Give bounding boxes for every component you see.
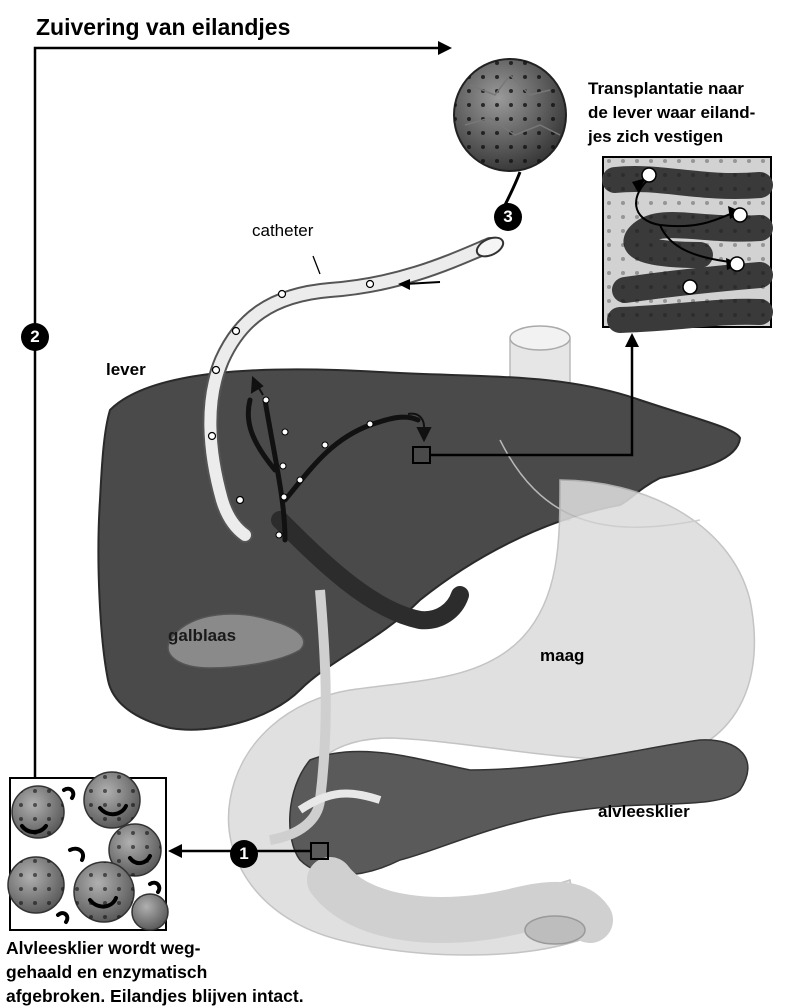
islet-cluster: [454, 59, 566, 205]
label-catheter: catheter: [252, 221, 313, 241]
label-galblaas: galblaas: [168, 626, 236, 646]
removal-inset: [8, 772, 168, 930]
removal-caption-line: afgebroken. Eilandjes blijven intact.: [6, 984, 336, 1008]
removal-caption-line: gehaald en enzymatisch: [6, 960, 336, 984]
removal-caption-line: Alvleesklier wordt weg-: [6, 936, 336, 960]
step-badge-3: 3: [494, 203, 522, 231]
step-badge-2: 2: [21, 323, 49, 351]
label-alvleesklier: alvleesklier: [598, 802, 690, 822]
removal-caption: Alvleesklier wordt weg- gehaald en enzym…: [6, 936, 336, 1008]
diagram-title: Zuivering van eilandjes: [36, 14, 290, 41]
transplant-caption-line: Transplantatie naar: [588, 77, 798, 101]
transplant-inset: [603, 157, 771, 327]
label-maag: maag: [540, 646, 584, 666]
transplant-caption-line: jes zich vestigen: [588, 125, 798, 149]
label-lever: lever: [106, 360, 146, 380]
step-badge-1: 1: [230, 840, 258, 868]
transplant-caption: Transplantatie naar de lever waar eiland…: [588, 77, 798, 149]
transplant-caption-line: de lever waar eiland-: [588, 101, 798, 125]
